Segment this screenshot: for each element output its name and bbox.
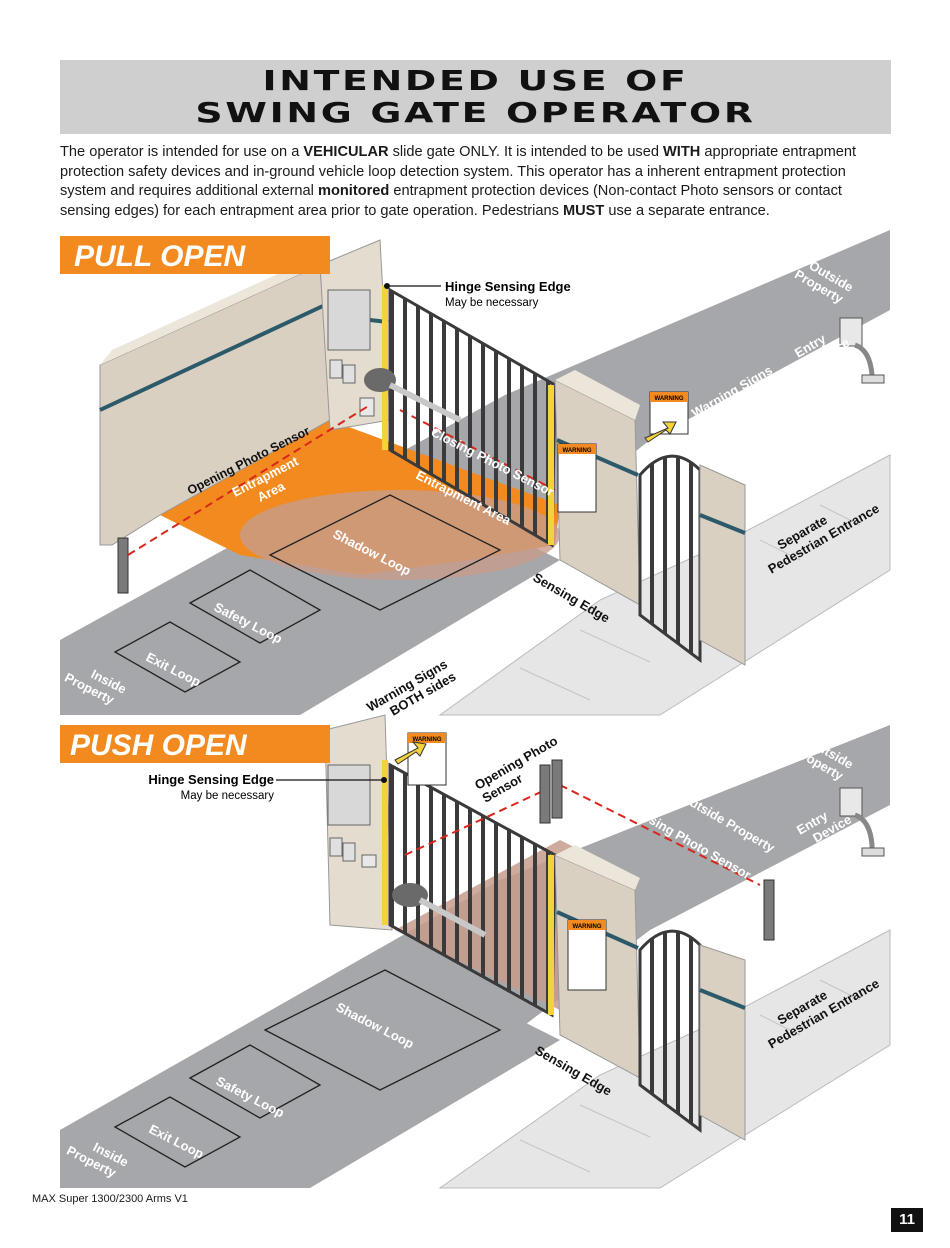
pull-shadow-loop: [268, 494, 502, 611]
page-number: 11: [891, 1208, 923, 1232]
push-photo-post-far: [763, 879, 775, 941]
pull-warning-sign-pillar: [557, 443, 597, 513]
sign-word: WARNING: [413, 737, 442, 743]
push-yellow-edge: [548, 855, 554, 1015]
push-warning-arrow: [394, 741, 427, 765]
pull-open-banner: [60, 236, 330, 274]
push-entry-device: [839, 787, 863, 817]
push-hinge-label: Hinge Sensing Edge: [148, 772, 274, 787]
push-open-panel: WARNING WARNING PUSH OPEN Hinge Sensing …: [60, 656, 891, 1189]
pull-exit-loop: [113, 621, 242, 693]
pull-yellow-edge: [548, 385, 554, 545]
push-hinge-sub: May be necessary: [181, 790, 275, 802]
pull-open-panel: WARNING WARNING PULL OPEN Hinge Sensing …: [60, 230, 891, 716]
pull-hinge-sub: May be necessary: [445, 297, 539, 309]
pull-hinge-label: Hinge Sensing Edge: [445, 279, 571, 294]
sign-word: WARNING: [563, 448, 592, 454]
pull-open-banner-text: PULL OPEN: [74, 240, 246, 273]
pull-shadow-zone: [240, 490, 560, 580]
pull-operator: [364, 368, 396, 392]
intro-paragraph: The operator is intended for use on a VE…: [60, 144, 857, 219]
push-open-banner: [60, 725, 330, 763]
pull-warning-arrow: [644, 421, 677, 443]
pull-control-box: [327, 289, 371, 351]
pull-opening-beam: [127, 404, 371, 556]
push-shadow-loop: [263, 969, 502, 1091]
push-photo-post-2: [551, 759, 563, 819]
push-photo-post-1: [539, 764, 551, 824]
pull-photo-post: [117, 537, 129, 594]
pull-safety-loop: [188, 569, 322, 644]
title-line-1: INTENDED USE OF: [262, 64, 689, 97]
push-closing-beam: [559, 784, 761, 886]
push-control-box: [327, 764, 371, 826]
push-open-banner-text: PUSH OPEN: [70, 729, 248, 762]
push-pillar-far: [699, 944, 746, 1141]
pull-pillar-far: [699, 464, 746, 666]
push-operator: [392, 883, 428, 907]
title-band: INTENDED USE OF SWING GATE OPERATOR: [60, 60, 891, 134]
pull-yellow-edge-hinge: [382, 285, 388, 450]
push-warning-sign-pillar: [567, 919, 607, 991]
push-safety-loop: [188, 1044, 322, 1119]
pull-entry-device: [839, 317, 863, 347]
footer-doc-name: MAX Super 1300/2300 Arms V1: [32, 1193, 188, 1205]
push-yellow-edge-hinge: [382, 760, 388, 925]
push-exit-loop: [113, 1096, 242, 1168]
title-line-2: SWING GATE OPERATOR: [195, 96, 756, 129]
sign-word: WARNING: [655, 396, 684, 402]
sign-word: WARNING: [573, 924, 602, 930]
